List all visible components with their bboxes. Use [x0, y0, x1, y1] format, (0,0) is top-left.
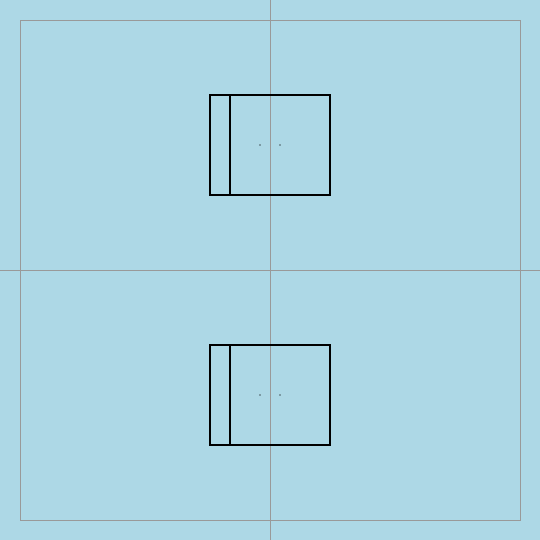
box-top	[209, 94, 331, 196]
box-top-body	[229, 94, 331, 196]
box-bottom-dot-left	[259, 394, 261, 396]
box-bottom-dot-right	[279, 394, 281, 396]
box-bottom	[209, 344, 331, 446]
box-top-dot-left	[259, 144, 261, 146]
box-top-dot-right	[279, 144, 281, 146]
box-bottom-body	[229, 344, 331, 446]
